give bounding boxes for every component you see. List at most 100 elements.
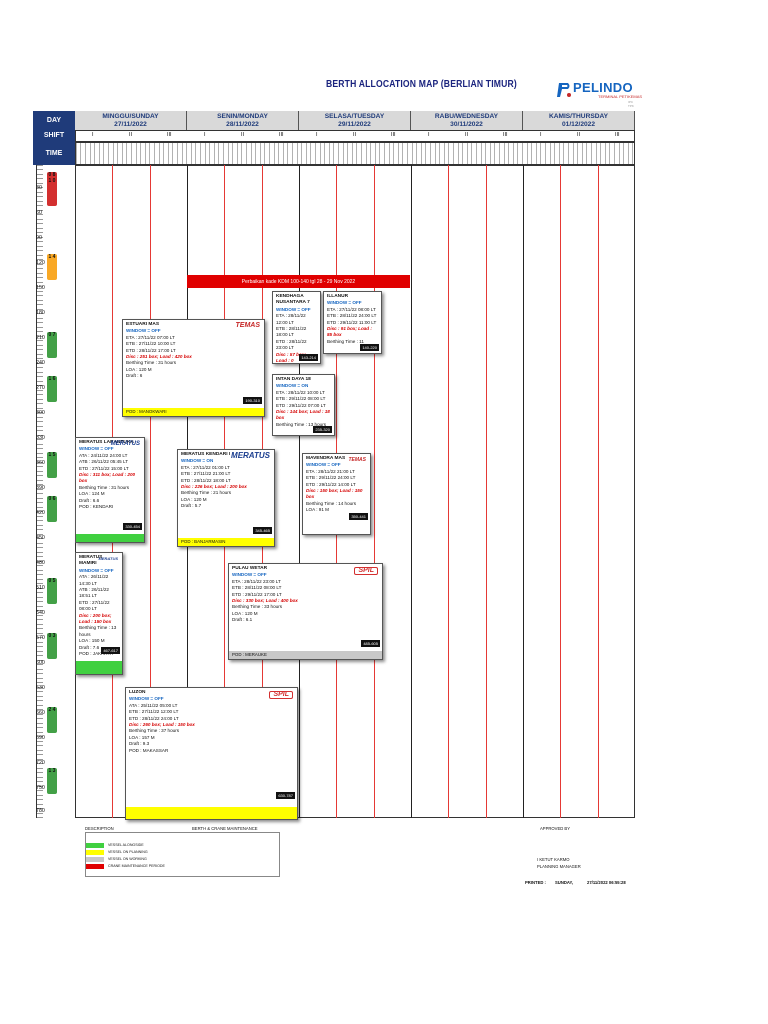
crane-marker[interactable]: 1 6 [47,376,57,402]
vessel-window: WINDOW = OFF [126,328,161,334]
vessel-card-kendhaga[interactable]: KENDHAGA NUSANTARA 7 WINDOW = OFF ETA : … [272,291,321,364]
shift-row [75,130,635,142]
day-header-wednesday: RABU/WEDNESDAY 30/11/2022 [411,111,523,130]
shift-label-2: II [577,132,581,138]
meratus-logo: MERATUS [110,441,140,447]
vessel-name: KENDHAGA NUSANTARA 7 [276,294,310,306]
vessel-pod: POD : MAKASSAR [129,747,169,753]
signer-name: I KETUT KARMO [537,857,570,862]
vessel-card-pulau-wetar[interactable]: PULAU WETAR WINDOW = OFF ETA : 28/11/22 … [228,563,383,660]
crane-marker[interactable]: 0 7 [47,332,57,358]
vessel-draft: Draft : 6.1 [232,617,253,623]
vessel-card-intan-daya[interactable]: INTAN DAYA 18 WINDOW = ON ETA : 28/11/22… [272,374,335,436]
vessel-loa: LOA : 120 M [232,610,258,616]
vessel-card-luzon[interactable]: LUZON WINDOW = OFF ATA : 25/11/22 05:00 … [125,687,298,820]
ruler-label: 540 [36,610,45,616]
vessel-ata: ATA : 24/11/22 24:00 LT [79,452,128,458]
vessel-disc-load: Disc : 57 box; Load : 0 [276,351,306,364]
crane-marker[interactable]: 0 8 1 0 [47,172,57,206]
vessel-etd: ETD : 28/11/22 17:00 LT [126,347,176,353]
approved-by-label: APPROVED BY [540,826,571,831]
vessel-window: WINDOW = OFF [327,300,362,306]
legend-col2: BERTH & CRANE MAINTENANCE [192,826,258,831]
vessel-card-estuari-mas[interactable]: ESTUARI MAS WINDOW = OFF ETA : 27/11/22 … [122,319,265,417]
crane-marker[interactable]: 1 5 [47,452,57,478]
crane-marker[interactable]: 0 6 [47,496,57,522]
meratus-logo: MERATUS [98,556,118,561]
vessel-name: MERATUS MAMIRI [79,555,103,567]
ruler-label: 180 [36,310,45,316]
vessel-pod: POD : MERAUKE [229,651,382,659]
shift-line [374,165,375,818]
legend-swatch-maintenance [86,864,104,869]
vessel-card-meratus-kendari[interactable]: MERATUS KENDARI I WINDOW = ON ETA : 27/1… [177,449,275,547]
ruler-label: 270 [36,385,45,391]
vessel-draft: Draft : 9.3 [129,741,150,747]
vessel-eta: ETA : 27/11/22 07:00 LT [126,334,175,340]
ruler-label: 120 [36,260,45,266]
shift-label-1: I [540,132,542,138]
legend-swatch-alongside [86,843,104,848]
vessel-eta: ETA : 28/11/22 23:00 LT [232,578,281,584]
ruler-label: 630 [36,685,45,691]
shift-line [150,165,151,818]
day-label: DAY [33,111,75,130]
vessel-position: 350-441 [349,513,368,520]
vessel-draft: Draft : 5.7 [181,503,202,509]
shift-line [448,165,449,818]
vessel-name: ESTUARI MAS [126,322,160,327]
crane-marker[interactable]: 1 4 [47,254,57,280]
logo-name: PELINDO [573,80,633,95]
ruler-label: 210 [36,335,45,341]
vessel-eta: ETA : 28/11/22 21:00 LT [306,468,355,474]
vessel-card-meratus-mamiri[interactable]: MERATUS MAMIRI WINDOW = OFF ATA : 26/11/… [75,552,123,675]
vessel-card-illanur[interactable]: ILLANUR WINDOW = OFF ETA : 27/11/22 08:0… [323,291,382,354]
crane-marker[interactable]: 0 5 [47,578,57,604]
logo-subtitle: TERMINAL PETIKEMAS [598,94,643,99]
vessel-berthing-time: Berthing Time : 21 hours [181,490,232,496]
vessel-window: WINDOW = OFF [306,462,341,468]
ruler-label: 720 [36,760,45,766]
crane-marker[interactable]: 1 3 [47,768,57,794]
vessel-name: MERATUS LARANTUKA [79,440,134,445]
vessel-etb: ETB : 27/11/22 12:00 LT [129,709,179,715]
crane-marker[interactable]: 2 4 [47,707,57,733]
day-line [411,165,412,818]
day-line [523,165,524,818]
ruler-label: 300 [36,410,45,416]
pelindo-logo: PELINDO TERMINAL PETIKEMAS IPC TPK [556,80,642,108]
vessel-card-meratus-larantuka[interactable]: MERATUS LARANTUKA WINDOW = OFF ATA : 24/… [75,437,145,543]
ruler-label: 360 [36,460,45,466]
day-date: 30/11/2022 [450,121,483,128]
printed-datetime: 27/11/2022 06:55:28 [587,880,626,885]
vessel-berthing-time: Berthing Time : 14 hours [306,500,357,506]
crane-marker[interactable]: 0 3 [47,633,57,659]
shift-line [598,165,599,818]
vessel-disc-load: Disc : 91 box; Load : 85 box [327,326,372,338]
ruler-label: 780 [36,808,45,814]
temas-logo: TEMAS [348,457,367,463]
vessel-atb: ATB : 26/11/22 05:45 LT [79,459,129,465]
vessel-berthing-time: Berthing Time : 33 hours [232,604,283,610]
vessel-disc-load: Disc : 251 box; Load : 420 box [126,354,192,360]
day-header-tuesday: SELASA/TUESDAY 29/11/2022 [299,111,411,130]
shift-label: SHIFT [33,130,75,142]
vessel-card-mavendra-mas[interactable]: MAVENDRA MAS WINDOW = OFF ETA : 28/11/22… [302,453,371,535]
vessel-position: 330-454 [123,523,142,530]
day-header-monday: SENIN/MONDAY 28/11/2022 [187,111,299,130]
vessel-window: WINDOW = ON [276,383,309,389]
day-name: SENIN/MONDAY [217,113,268,120]
day-line [299,165,300,818]
day-date: 27/11/2022 [114,121,147,128]
legend-swatch-planning [86,850,104,855]
shift-label-2: II [465,132,469,138]
vessel-loa: LOA : 120 M [181,496,207,502]
day-date: 01/12/2022 [561,121,595,128]
vessel-loa: LOA : 91 M [306,507,329,513]
vessel-name: LUZON [129,690,146,695]
vessel-status-bar [126,807,297,819]
vessel-eta: ETA : 28/11/22 10:00 LT [276,389,325,395]
vessel-loa: LOA : 124 M [79,491,105,497]
vessel-window: WINDOW = OFF [79,446,114,452]
day-header-thursday: KAMIS/THURSDAY 01/12/2022 [523,111,635,130]
